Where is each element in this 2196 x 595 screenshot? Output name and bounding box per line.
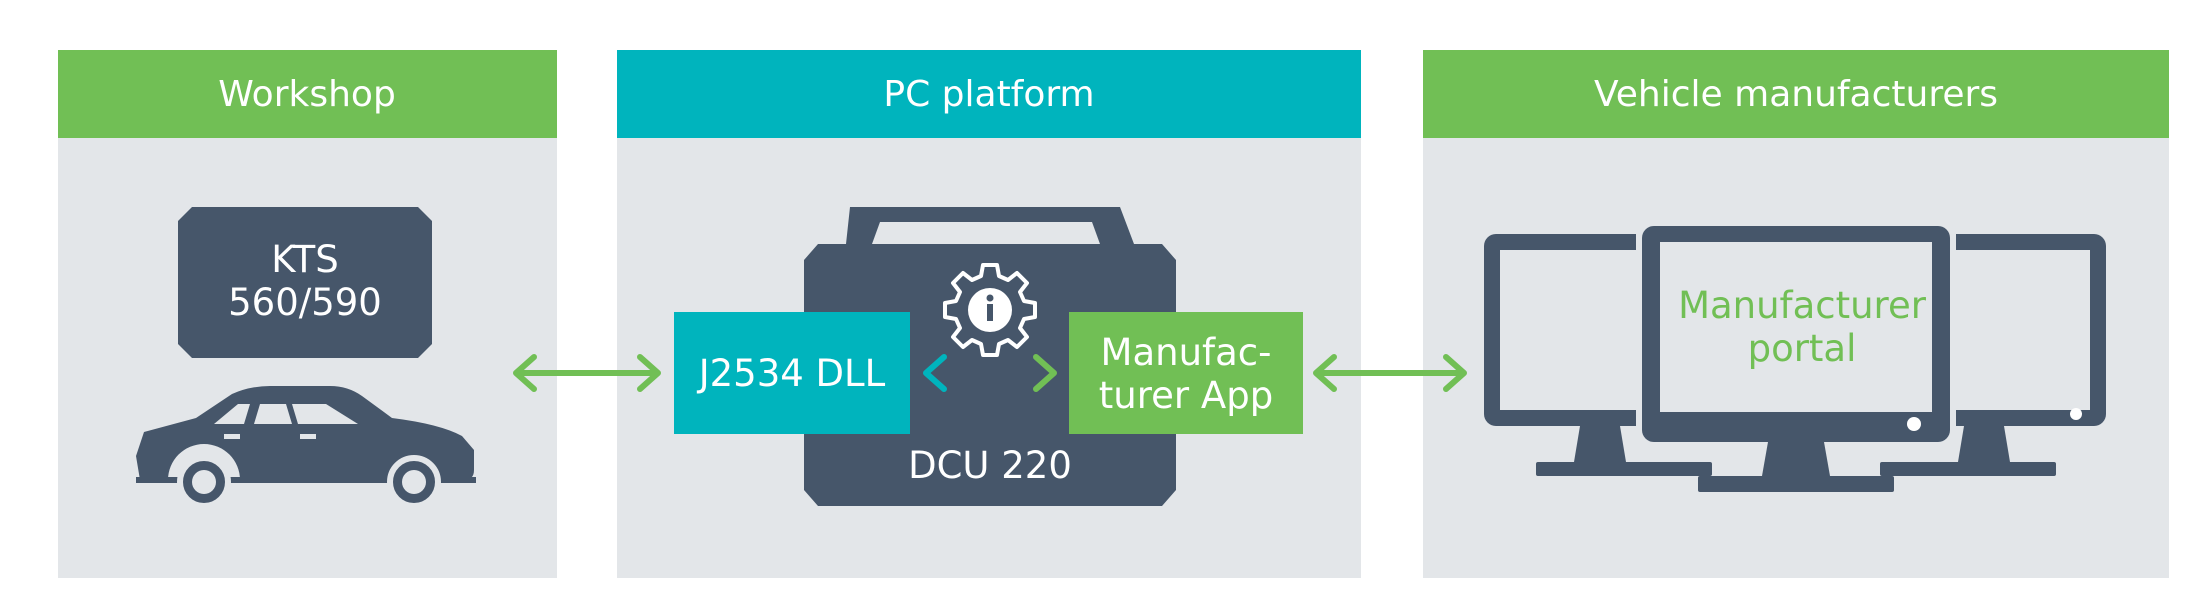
arrow-pc-manufacturers-right-head <box>1443 354 1467 392</box>
manufacturer-app-box: Manufac- turer App <box>1069 312 1303 434</box>
inner-arrow-left-head <box>923 354 947 392</box>
portal-label-line1: Manufacturer <box>1678 284 1927 327</box>
monitors-icon: Manufacturer portal <box>1484 220 2106 492</box>
gear-outline <box>943 263 1037 357</box>
panel-pc-platform-title: PC platform <box>883 74 1094 115</box>
panel-workshop: Workshop KTS 560/590 <box>58 50 557 578</box>
car-window-rear <box>214 404 250 424</box>
manufacturer-app-label-line2: turer App <box>1099 374 1273 417</box>
panel-vehicle-manufacturers: Vehicle manufacturers <box>1423 50 2169 578</box>
monitor-right-power-dot <box>2070 408 2082 420</box>
panel-vehicle-manufacturers-header <box>1423 50 2169 138</box>
inner-arrow-right-head <box>1033 354 1057 392</box>
dcu-label: DCU 220 <box>908 444 1072 487</box>
arrow-workshop-pc-left-head <box>513 354 537 392</box>
monitor-right-base <box>1880 462 2056 476</box>
car-window-mid <box>254 404 292 424</box>
arrow-workshop-pc-right-head <box>637 354 661 392</box>
j2534-dll-label: J2534 DLL <box>697 352 886 395</box>
monitor-left-neck <box>1574 426 1626 462</box>
portal-label-line2: portal <box>1748 327 1857 370</box>
j2534-dll-rect <box>674 312 910 434</box>
gear-info-icon <box>943 263 1037 357</box>
car-door-handle-front <box>300 434 316 439</box>
kts-device-box <box>178 207 432 358</box>
kts-device: KTS 560/590 <box>178 207 432 358</box>
dcu-handle <box>872 222 1100 244</box>
info-dot <box>986 294 994 302</box>
panel-pc-platform-header <box>617 50 1361 138</box>
monitor-right-neck <box>1958 426 2010 462</box>
manufacturer-app-label-line1: Manufac- <box>1101 331 1272 374</box>
car-door-handle-rear <box>224 434 240 439</box>
arrow-pc-manufacturers <box>1313 354 1467 392</box>
kts-label-line1: KTS <box>271 238 338 281</box>
car-icon <box>136 386 476 509</box>
monitor-center-power-dot <box>1907 417 1921 431</box>
car-window-front <box>292 404 358 424</box>
panel-workshop-title: Workshop <box>218 74 396 115</box>
panel-vehicle-manufacturers-title: Vehicle manufacturers <box>1594 74 1998 115</box>
inner-bidirectional-arrow <box>923 354 1057 392</box>
arrow-pc-manufacturers-left-head <box>1313 354 1337 392</box>
panel-workshop-header <box>58 50 557 138</box>
panel-pc-platform: PC platform DCU 220 J2534 DLL Manufac- t… <box>617 50 1361 578</box>
car-hub-front <box>402 470 426 494</box>
car-body <box>136 386 474 480</box>
monitor-center <box>1636 220 1956 492</box>
monitor-left-base <box>1536 462 1712 476</box>
arrow-workshop-pc <box>513 354 661 392</box>
monitor-center-screen <box>1660 242 1932 412</box>
monitor-center-base <box>1698 476 1894 492</box>
car-hub-rear <box>192 470 216 494</box>
j2534-dll-box: J2534 DLL <box>674 312 910 434</box>
manufacturer-app-rect <box>1069 312 1303 434</box>
monitor-center-neck <box>1762 442 1830 476</box>
kts-label-line2: 560/590 <box>228 281 382 324</box>
info-stem <box>987 304 993 321</box>
